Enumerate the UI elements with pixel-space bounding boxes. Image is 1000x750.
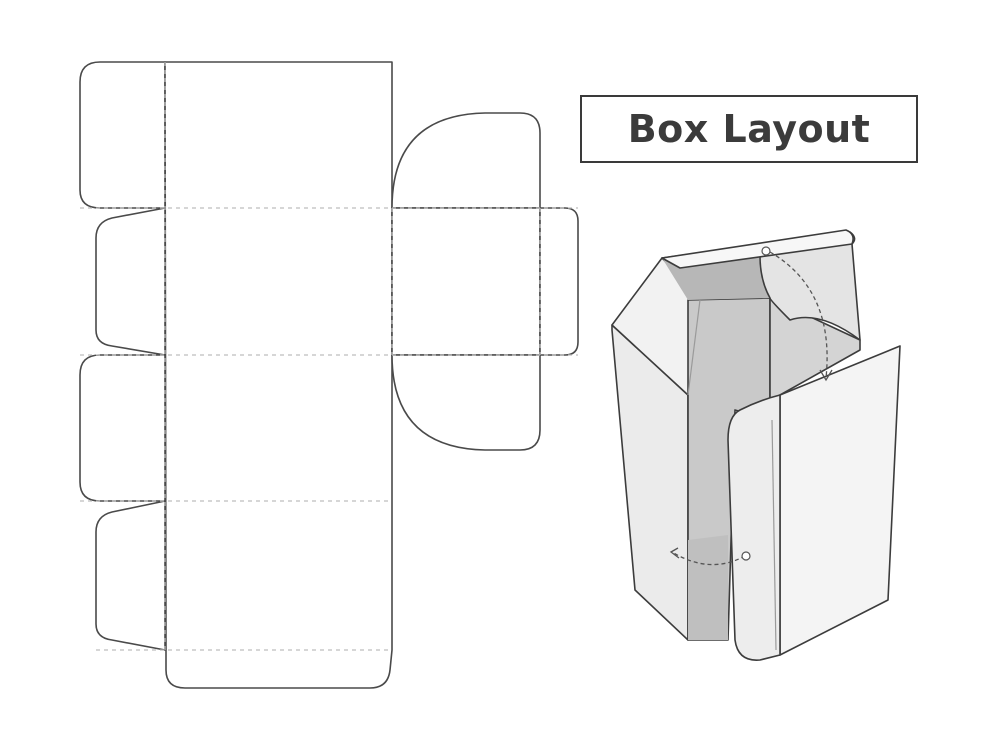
left-flap-3 [79, 354, 166, 502]
box-front-right-wall [779, 345, 901, 656]
left-flap-4 [95, 500, 166, 651]
right-top-round-flap [391, 112, 541, 209]
fold-arrow-top [769, 251, 828, 379]
fold-arrow-bottom-origin [741, 551, 751, 561]
box-front-flap [727, 394, 781, 661]
right-bottom-round-flap [391, 354, 541, 451]
fold-arrow-top-origin [761, 246, 771, 256]
page-title: Box Layout [627, 107, 871, 151]
title-box: Box Layout [580, 95, 918, 163]
right-side-tab [539, 207, 579, 356]
box-inner-bottom-shade [688, 535, 728, 640]
fold-arrow-bottom [671, 551, 746, 566]
right-middle-panel [391, 207, 541, 356]
fold-arrow-bottom-head [669, 547, 680, 559]
top-left-flap [79, 61, 166, 209]
box-top-lid [661, 231, 861, 341]
fold-lines [80, 62, 578, 651]
box-lid-front [661, 229, 854, 269]
assembled-box-illustration [611, 229, 901, 661]
left-flap-2 [95, 207, 166, 356]
main-panel-column [164, 61, 393, 689]
fold-arrow-top-head [819, 369, 833, 382]
